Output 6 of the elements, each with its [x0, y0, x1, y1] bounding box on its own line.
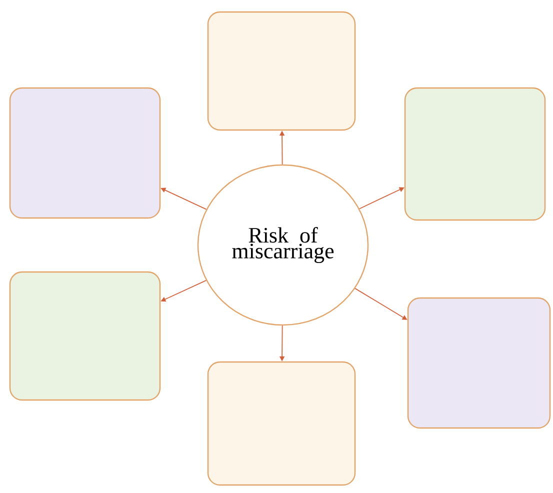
empty-box [9, 87, 161, 219]
empty-box [404, 87, 546, 221]
empty-box [207, 361, 356, 486]
empty-box [407, 297, 551, 429]
empty-box [9, 271, 161, 401]
empty-box [207, 11, 356, 131]
